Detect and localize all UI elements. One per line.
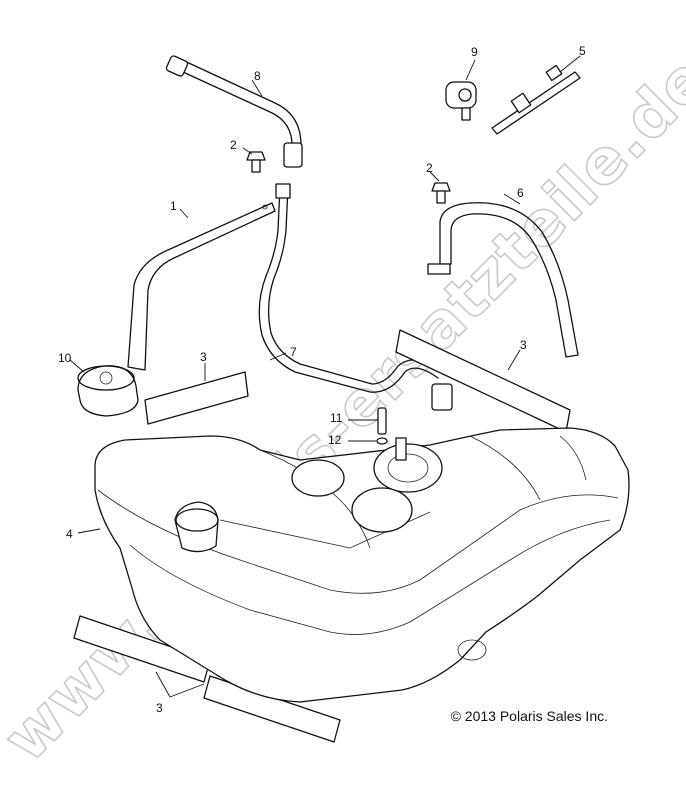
part-5-cable-tie (491, 64, 581, 135)
callout-10: 10 (58, 351, 72, 365)
callout-3-bottom: 3 (156, 701, 163, 715)
part-2-bolt-left (246, 151, 266, 173)
part-4-fuel-tank (94, 427, 630, 703)
part-2-bolt-right (431, 182, 451, 204)
part-6-strap (427, 202, 579, 358)
callout-12: 12 (328, 433, 342, 447)
callout-5: 5 (579, 44, 586, 58)
callout-2-left: 2 (230, 138, 237, 152)
part-12-o-ring (376, 437, 388, 445)
part-3-pad-left (144, 371, 249, 425)
callout-11: 11 (330, 411, 343, 425)
part-8-vent-hose (165, 55, 303, 168)
callout-3-right: 3 (520, 338, 527, 352)
callout-1: 1 (170, 199, 177, 213)
part-10-fuel-cap (77, 365, 139, 417)
part-11-tube (377, 407, 387, 435)
callout-leaders (69, 55, 581, 698)
callout-9: 9 (471, 45, 478, 59)
part-3-pad-bottom-right (203, 675, 341, 743)
callout-3-left: 3 (200, 350, 207, 364)
part-9-clip (445, 81, 477, 121)
callout-numbers: 1 2 2 3 3 3 4 5 6 7 8 9 10 11 12 (58, 44, 586, 715)
callout-6: 6 (517, 186, 524, 200)
callout-2-right: 2 (426, 161, 433, 175)
part-7-fuel-line (258, 183, 453, 411)
copyright-notice: © 2013 Polaris Sales Inc. (450, 708, 608, 724)
callout-4: 4 (66, 527, 73, 541)
callout-8: 8 (254, 69, 261, 83)
part-1-strap (127, 202, 276, 371)
part-3-pad-bottom-left (73, 615, 211, 683)
callout-7: 7 (290, 345, 297, 359)
